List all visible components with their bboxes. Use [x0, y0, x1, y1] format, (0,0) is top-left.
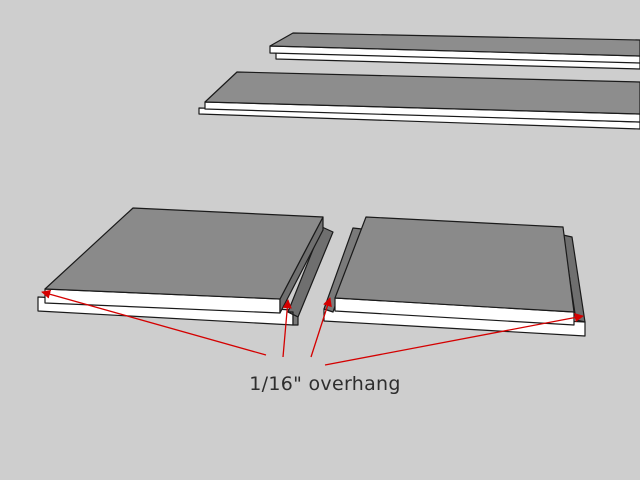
- overhang-arrows: [41, 289, 584, 366]
- long-board-front: [198, 71, 640, 130]
- arrow-right-side: [310, 297, 332, 358]
- long-board-back: [269, 32, 640, 70]
- arrow-right-front: [324, 313, 584, 366]
- overhang-label: 1/16" overhang: [249, 373, 401, 395]
- arrow-left-side: [282, 299, 292, 358]
- short-panel-right: [323, 216, 586, 337]
- arrow-left-front: [41, 289, 267, 356]
- short-panel-left: [37, 207, 334, 326]
